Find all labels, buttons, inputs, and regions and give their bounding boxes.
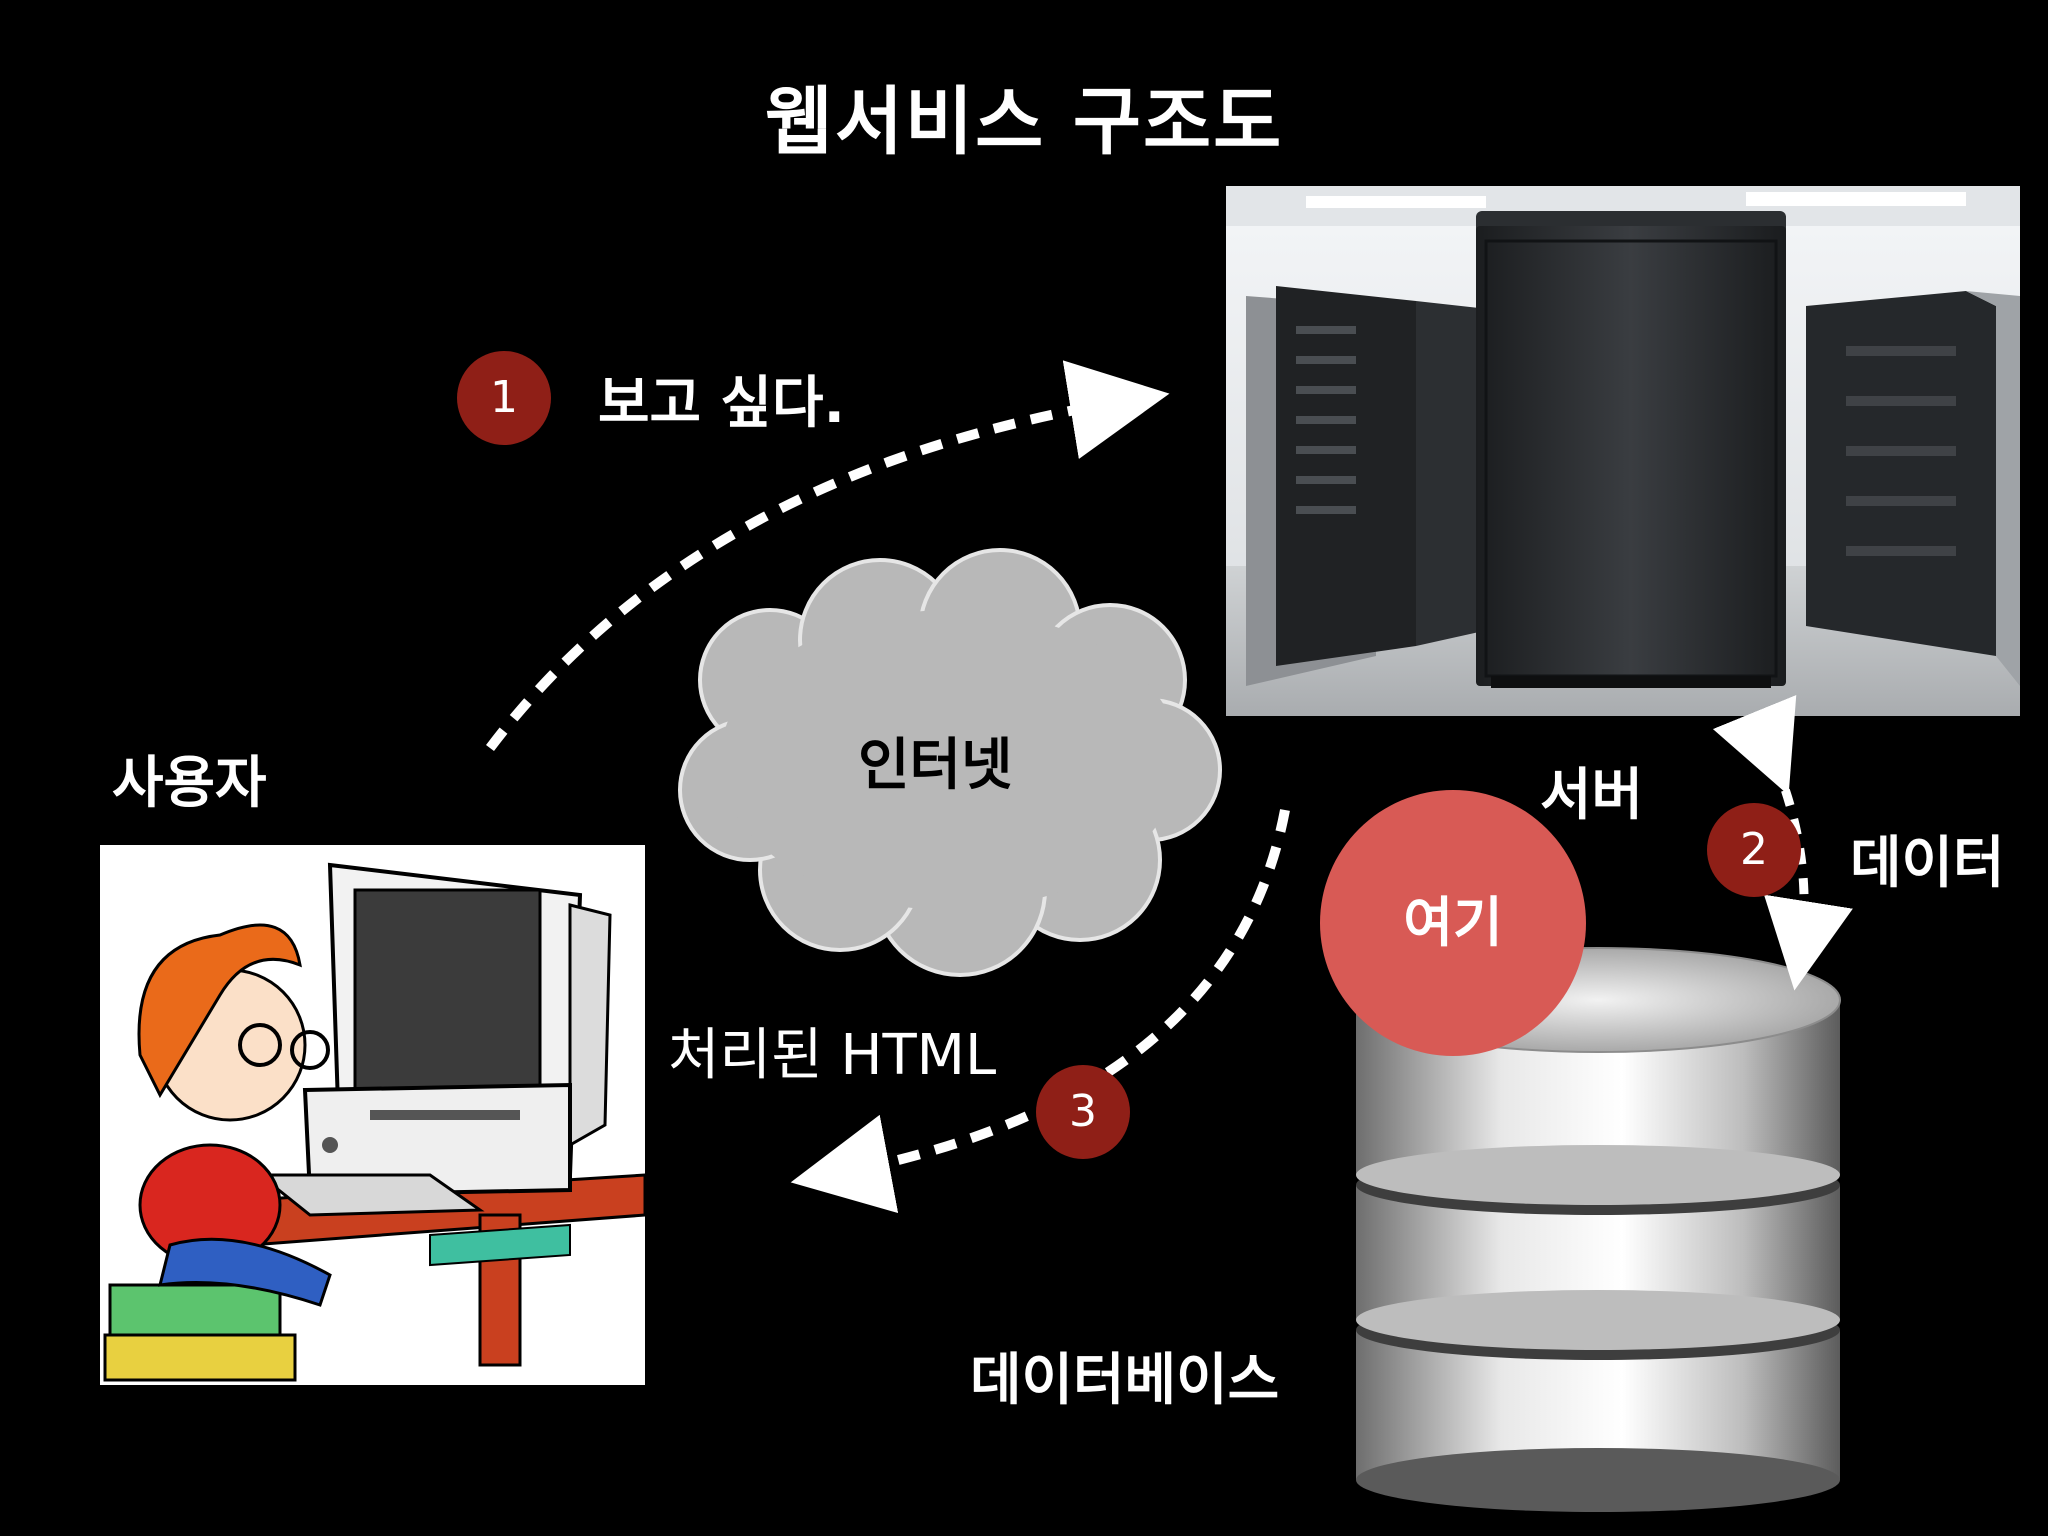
step-2-label: 데이터 (1850, 831, 2005, 896)
here-highlight: 여기 (1320, 790, 1586, 1056)
step-3-badge: 3 (1036, 1065, 1130, 1159)
server-room-icon (1226, 186, 2020, 716)
arrow-response (790, 809, 1290, 1214)
user-label: 사용자 (112, 751, 267, 816)
arrow-request (486, 360, 1170, 752)
diagram-title: 웹서비스 구조도 (764, 79, 1284, 165)
step-1-label: 보고 싶다. (598, 371, 845, 436)
database-label: 데이터베이스 (970, 1348, 1280, 1413)
arrow-data (1712, 695, 1853, 991)
step-3-label: 처리된 HTML (668, 1023, 997, 1088)
server-label: 서버 (1540, 763, 1644, 828)
internet-label: 인터넷 (858, 733, 1013, 798)
step-2-badge: 2 (1707, 803, 1801, 897)
user-computer-icon (100, 845, 645, 1385)
step-1-badge: 1 (457, 351, 551, 445)
